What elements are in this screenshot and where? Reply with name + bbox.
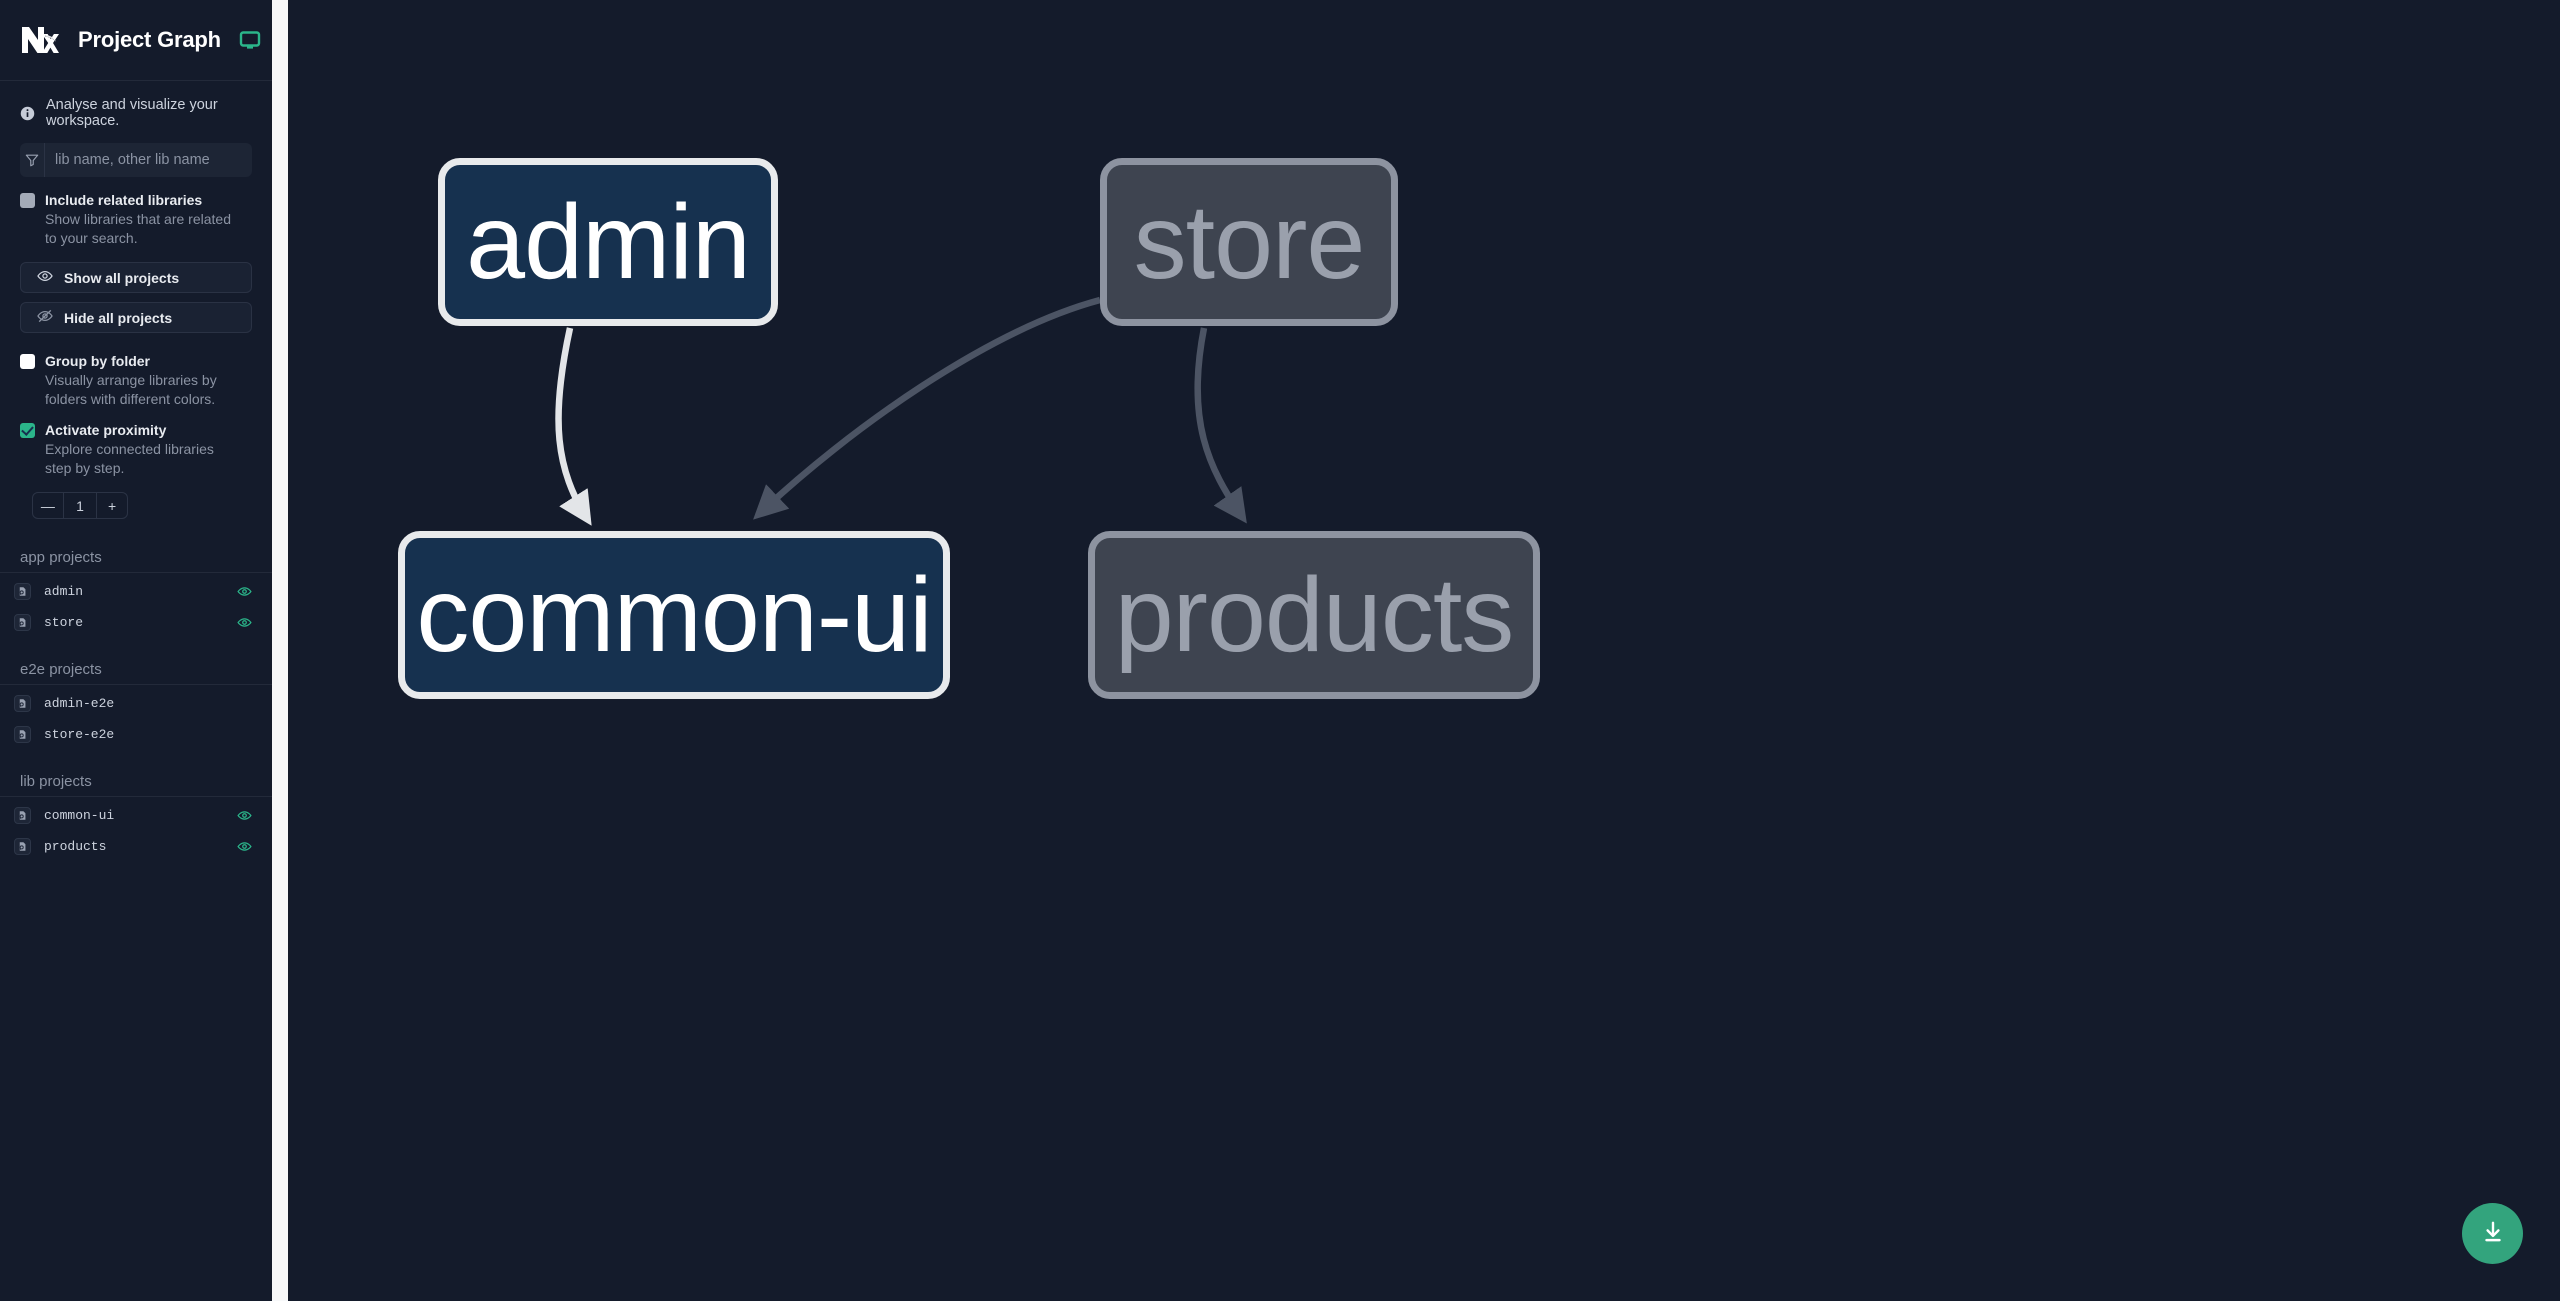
tagline-row: Analyse and visualize your workspace. [0, 81, 272, 143]
project-group-e2e: e2e projects admin-e2e [0, 661, 272, 747]
download-button[interactable] [2462, 1203, 2523, 1264]
search-container [0, 143, 272, 177]
project-name: common-ui [44, 808, 115, 823]
graph-canvas[interactable]: admin store common-ui products [288, 0, 2560, 1301]
hide-all-projects-label: Hide all projects [64, 309, 173, 326]
tagline-text: Analyse and visualize your workspace. [46, 97, 218, 129]
option-group-by-folder[interactable]: Group by folder Visually arrange librari… [0, 333, 272, 409]
proximity-stepper[interactable]: — 1 + [32, 492, 128, 519]
search-box[interactable] [20, 143, 252, 177]
sidebar: Project Graph Analyse and visualize your… [0, 0, 272, 1301]
project-group-title: app projects [0, 549, 272, 573]
project-file-icon [14, 838, 31, 855]
project-list-item-store-e2e[interactable]: store-e2e [0, 722, 272, 747]
graph-node-label: store [1133, 182, 1366, 301]
project-visibility-toggle-icon[interactable] [237, 839, 252, 854]
proximity-decrement-button[interactable]: — [40, 497, 55, 514]
show-all-projects-button[interactable]: Show all projects [20, 262, 252, 293]
project-name: admin-e2e [44, 696, 115, 711]
project-name: admin [44, 584, 84, 599]
project-file-icon [14, 807, 31, 824]
group-by-folder-label: Group by folder [45, 353, 150, 369]
group-by-folder-description: Visually arrange libraries by folders wi… [45, 372, 217, 407]
activate-proximity-description: Explore connected libraries step by step… [45, 441, 214, 476]
search-input[interactable] [45, 143, 252, 177]
project-file-icon [14, 614, 31, 631]
project-list-item-admin-e2e[interactable]: admin-e2e [0, 691, 272, 716]
proximity-increment-button[interactable]: + [108, 497, 117, 514]
nx-logo [20, 23, 60, 57]
edge-store-to-common-ui [753, 296, 1101, 520]
visibility-buttons: Show all projects Hide all projects [0, 248, 272, 333]
project-list-item-common-ui[interactable]: common-ui [0, 803, 272, 828]
project-file-icon [14, 726, 31, 743]
sidebar-header: Project Graph [0, 0, 272, 81]
project-list-item-products[interactable]: products [0, 834, 272, 859]
graph-node-label: common-ui [416, 555, 932, 674]
activate-proximity-checkbox[interactable] [20, 423, 35, 438]
project-file-icon [14, 583, 31, 600]
project-name: store [44, 615, 84, 630]
include-related-checkbox[interactable] [20, 193, 35, 208]
project-group-lib: lib projects common-ui [0, 773, 272, 859]
sidebar-scrollbar[interactable] [272, 0, 288, 1301]
project-visibility-toggle-icon[interactable] [237, 584, 252, 599]
page-title: Project Graph [78, 27, 221, 52]
proximity-value: 1 [62, 493, 98, 518]
graph-node-store[interactable]: store [1100, 158, 1398, 326]
include-related-label: Include related libraries [45, 192, 203, 208]
project-name: store-e2e [44, 727, 115, 742]
project-list-item-store[interactable]: store [0, 610, 272, 635]
eye-off-icon [37, 308, 53, 327]
project-group-app: app projects admin [0, 549, 272, 635]
funnel-icon[interactable] [20, 143, 45, 177]
option-include-related[interactable]: Include related libraries Show libraries… [0, 177, 272, 248]
project-name: products [44, 839, 107, 854]
graph-edges [555, 296, 1247, 526]
monitor-icon[interactable] [239, 29, 261, 51]
download-icon [2480, 1219, 2506, 1248]
group-by-folder-checkbox[interactable] [20, 354, 35, 369]
info-icon [20, 106, 35, 121]
show-all-projects-label: Show all projects [64, 269, 180, 286]
project-visibility-toggle-icon[interactable] [237, 808, 252, 823]
include-related-description: Show libraries that are related to your … [45, 211, 231, 246]
graph-node-label: admin [466, 182, 751, 301]
project-file-icon [14, 695, 31, 712]
project-list-item-admin[interactable]: admin [0, 579, 272, 604]
edge-admin-to-common-ui [555, 327, 592, 526]
activate-proximity-label: Activate proximity [45, 422, 167, 438]
edge-store-to-products [1194, 327, 1247, 524]
graph-node-admin[interactable]: admin [438, 158, 778, 326]
eye-icon [37, 268, 53, 287]
project-visibility-toggle-icon[interactable] [237, 615, 252, 630]
option-activate-proximity[interactable]: Activate proximity Explore connected lib… [0, 409, 272, 478]
graph-node-label: products [1114, 555, 1515, 674]
hide-all-projects-button[interactable]: Hide all projects [20, 302, 252, 333]
graph-node-products[interactable]: products [1088, 531, 1540, 699]
project-group-title: lib projects [0, 773, 272, 797]
project-group-title: e2e projects [0, 661, 272, 685]
graph-node-common-ui[interactable]: common-ui [398, 531, 950, 699]
